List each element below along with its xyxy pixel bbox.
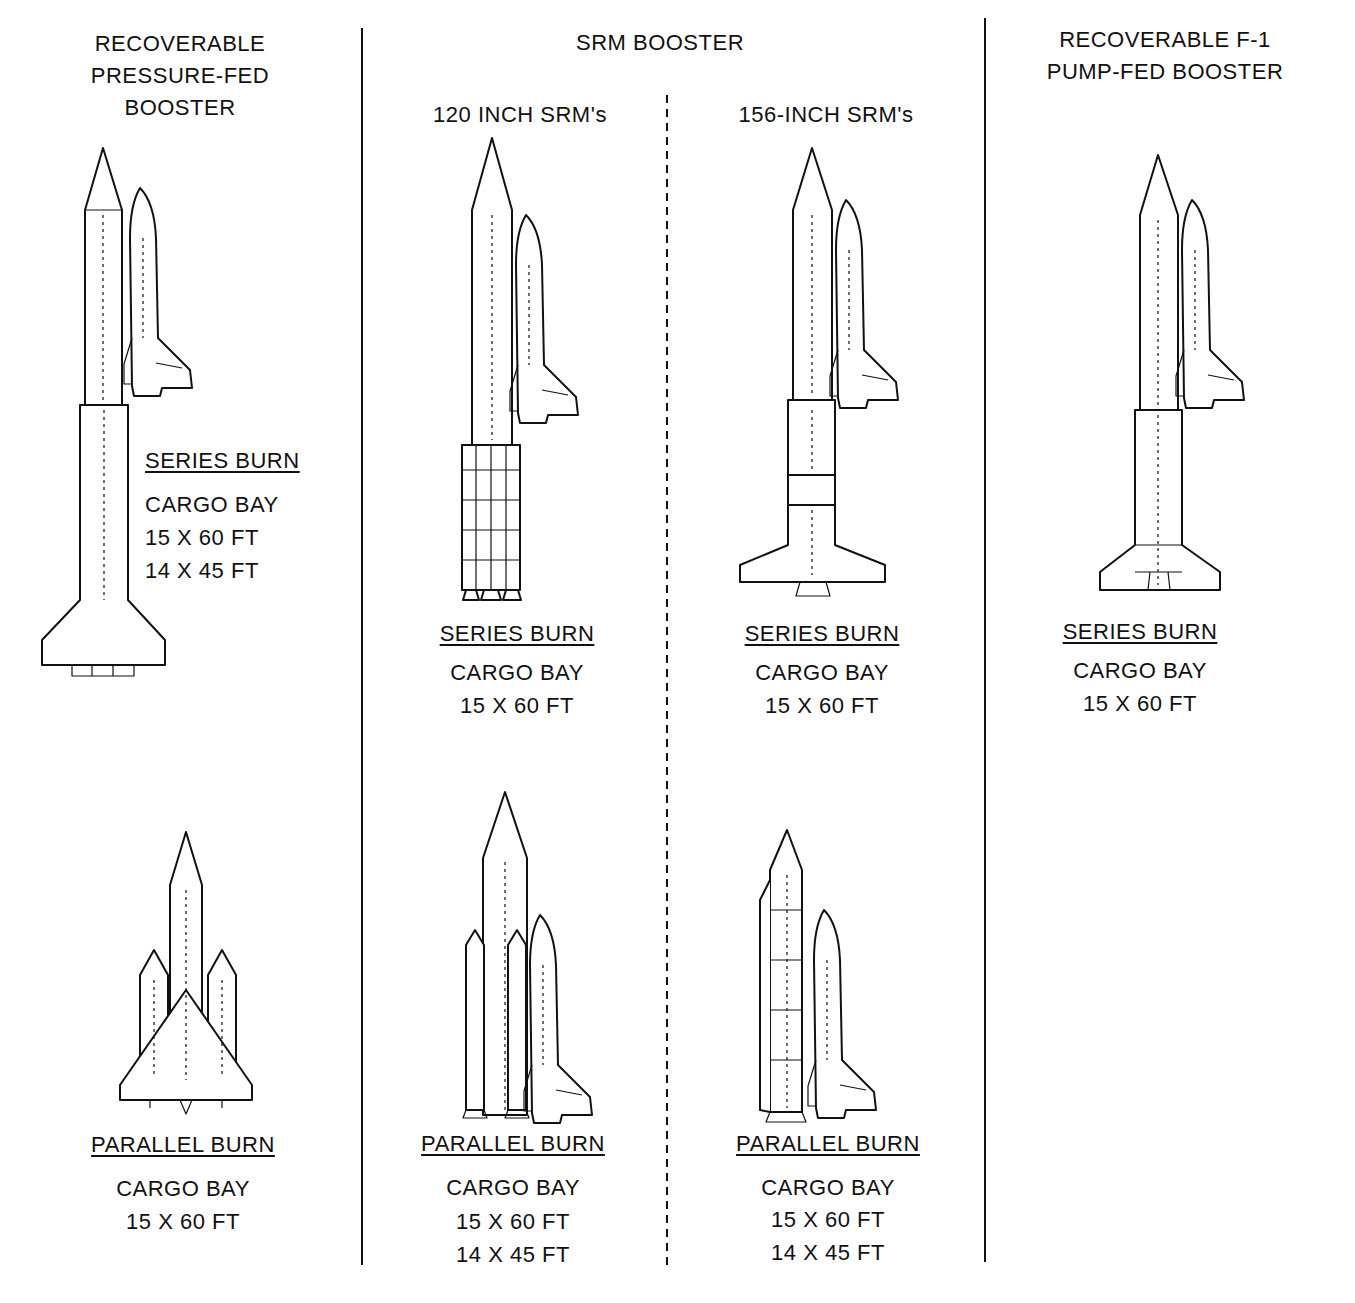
- f1-series-vehicle: [1100, 155, 1244, 590]
- srm-120-series-vehicle-part: [462, 445, 520, 590]
- srm-156-parallel-vehicle-part: [766, 1112, 806, 1122]
- cargo-bay-label: 15 X 60 FT: [765, 689, 879, 722]
- srm-120-series-vehicle-part: [462, 445, 520, 590]
- burn-mode-label: SERIES BURN: [1063, 615, 1218, 648]
- cargo-bay-label: CARGO BAY: [446, 1171, 580, 1204]
- divider-line: [362, 18, 985, 1265]
- srm-120-parallel-vehicle-part: [504, 862, 505, 1110]
- srm-156-parallel-vehicle: [760, 830, 876, 1122]
- srm-120-parallel-vehicle-part: [463, 1110, 529, 1118]
- srm-120-parallel-vehicle: [463, 792, 592, 1123]
- column-heading: RECOVERABLE PRESSURE-FED BOOSTER: [78, 28, 283, 124]
- srm-156-series-vehicle-part: [788, 475, 835, 505]
- f1-series-vehicle-part: [1135, 545, 1182, 590]
- f1-series-vehicle-part: [1176, 200, 1244, 408]
- cargo-bay-label: CARGO BAY: [116, 1172, 250, 1205]
- cargo-bay-label: 14 X 45 FT: [145, 554, 259, 587]
- srm-156-parallel-vehicle-part: [770, 830, 802, 1112]
- divider-line-part: [666, 95, 668, 1265]
- srm-120-parallel-vehicle-part: [466, 930, 484, 1110]
- cargo-bay-label: CARGO BAY: [761, 1171, 895, 1204]
- pressure-fed-series-vehicle-part: [124, 188, 192, 396]
- cargo-bay-label: CARGO BAY: [755, 656, 889, 689]
- srm-120-series-vehicle: [462, 138, 578, 600]
- pressure-fed-series-vehicle-part: [103, 215, 104, 600]
- pressure-fed-series-vehicle: [42, 148, 192, 676]
- burn-mode-label: SERIES BURN: [745, 617, 900, 650]
- cargo-bay-label: 15 X 60 FT: [145, 521, 259, 554]
- pressure-fed-parallel-vehicle: [120, 832, 252, 1114]
- pressure-fed-parallel-vehicle-part: [150, 1100, 222, 1114]
- cargo-bay-label: CARGO BAY: [450, 656, 584, 689]
- srm-120-series-vehicle-part: [491, 215, 492, 440]
- srm-156-series-vehicle: [740, 148, 898, 596]
- pressure-fed-parallel-vehicle-part: [154, 890, 222, 1080]
- srm-120-series-vehicle-part: [463, 590, 521, 600]
- sub-heading: 120 INCH SRM's: [433, 98, 607, 131]
- cargo-bay-label: 15 X 60 FT: [456, 1205, 570, 1238]
- cargo-bay-label: 14 X 45 FT: [771, 1236, 885, 1269]
- divider-line-part: [984, 18, 986, 1262]
- srm-120-parallel-vehicle-part: [508, 930, 526, 1110]
- column-heading: SRM BOOSTER: [576, 26, 744, 59]
- f1-series-vehicle-part: [1140, 155, 1178, 410]
- srm-120-series-vehicle-part: [510, 215, 578, 423]
- srm-120-series-vehicle-part: [472, 138, 512, 445]
- cargo-bay-label: 15 X 60 FT: [126, 1205, 240, 1238]
- cargo-bay-label: CARGO BAY: [145, 488, 279, 521]
- pressure-fed-series-vehicle-part: [85, 148, 122, 405]
- burn-mode-label: PARALLEL BURN: [421, 1127, 605, 1160]
- srm-156-parallel-vehicle-part: [770, 910, 802, 1060]
- srm-156-series-vehicle-part: [830, 200, 898, 408]
- burn-mode-label: PARALLEL BURN: [736, 1127, 920, 1160]
- srm-156-parallel-vehicle-part: [760, 880, 770, 1112]
- srm-156-parallel-vehicle-part: [786, 875, 787, 1108]
- cargo-bay-label: 15 X 60 FT: [1083, 687, 1197, 720]
- pressure-fed-series-vehicle-part: [72, 210, 134, 676]
- cargo-bay-label: 14 X 45 FT: [456, 1238, 570, 1271]
- f1-series-vehicle-part: [1157, 220, 1158, 585]
- sub-heading: 156-INCH SRM's: [738, 98, 913, 131]
- cargo-bay-label: 15 X 60 FT: [771, 1203, 885, 1236]
- burn-mode-label: SERIES BURN: [145, 444, 300, 477]
- srm-156-series-vehicle-part: [796, 582, 830, 596]
- divider-line-part: [361, 28, 363, 1265]
- srm-120-parallel-vehicle-part: [483, 792, 527, 1115]
- f1-series-vehicle-part: [1100, 410, 1220, 590]
- column-heading: RECOVERABLE F-1 PUMP-FED BOOSTER: [1034, 24, 1296, 88]
- cargo-bay-label: 15 X 60 FT: [460, 689, 574, 722]
- burn-mode-label: SERIES BURN: [440, 617, 595, 650]
- srm-156-parallel-vehicle-part: [808, 910, 876, 1118]
- burn-mode-label: PARALLEL BURN: [91, 1128, 275, 1161]
- srm-156-series-vehicle-part: [811, 215, 812, 575]
- srm-120-parallel-vehicle-part: [524, 915, 592, 1123]
- cargo-bay-label: CARGO BAY: [1073, 654, 1207, 687]
